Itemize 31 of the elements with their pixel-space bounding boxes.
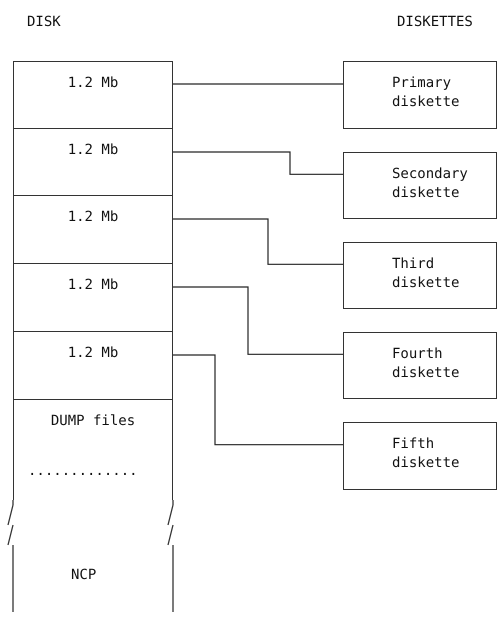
diskette-box <box>343 242 497 309</box>
connector-line <box>173 218 343 265</box>
segment-label: 1.2 Mb <box>66 344 120 363</box>
area-label: NCP <box>71 567 96 583</box>
disk-segment <box>13 264 173 332</box>
diskette-label: Primary diskette <box>392 74 460 112</box>
disk-segment <box>13 129 173 196</box>
column-heading: DISKETTES <box>397 14 473 30</box>
diskette-label: Secondary diskette <box>392 165 469 203</box>
segment-label: DUMP files <box>50 412 136 431</box>
diskette-label: Third diskette <box>392 255 460 293</box>
diskette-box <box>343 332 497 399</box>
diskette-box <box>343 152 497 219</box>
diskette-box <box>343 422 497 490</box>
disk-segment <box>13 400 173 500</box>
segment-label: 1.2 Mb <box>66 276 120 295</box>
disk-segment <box>13 196 173 264</box>
connector-line <box>173 83 343 85</box>
column-heading: DISK <box>27 14 61 30</box>
disk-segment <box>13 332 173 400</box>
diskette-box <box>343 61 497 129</box>
connector-line <box>173 151 343 175</box>
segment-label: 1.2 Mb <box>66 141 120 160</box>
diskette-label: Fourth diskette <box>392 345 460 383</box>
disk-segment <box>13 61 173 129</box>
connector-line <box>173 354 343 446</box>
dotted-separator: ............. <box>28 463 138 479</box>
segment-label: 1.2 Mb <box>66 208 120 227</box>
connector-line <box>173 286 343 355</box>
segment-label: 1.2 Mb <box>66 74 120 93</box>
diskette-label: Fifth diskette <box>392 435 460 473</box>
